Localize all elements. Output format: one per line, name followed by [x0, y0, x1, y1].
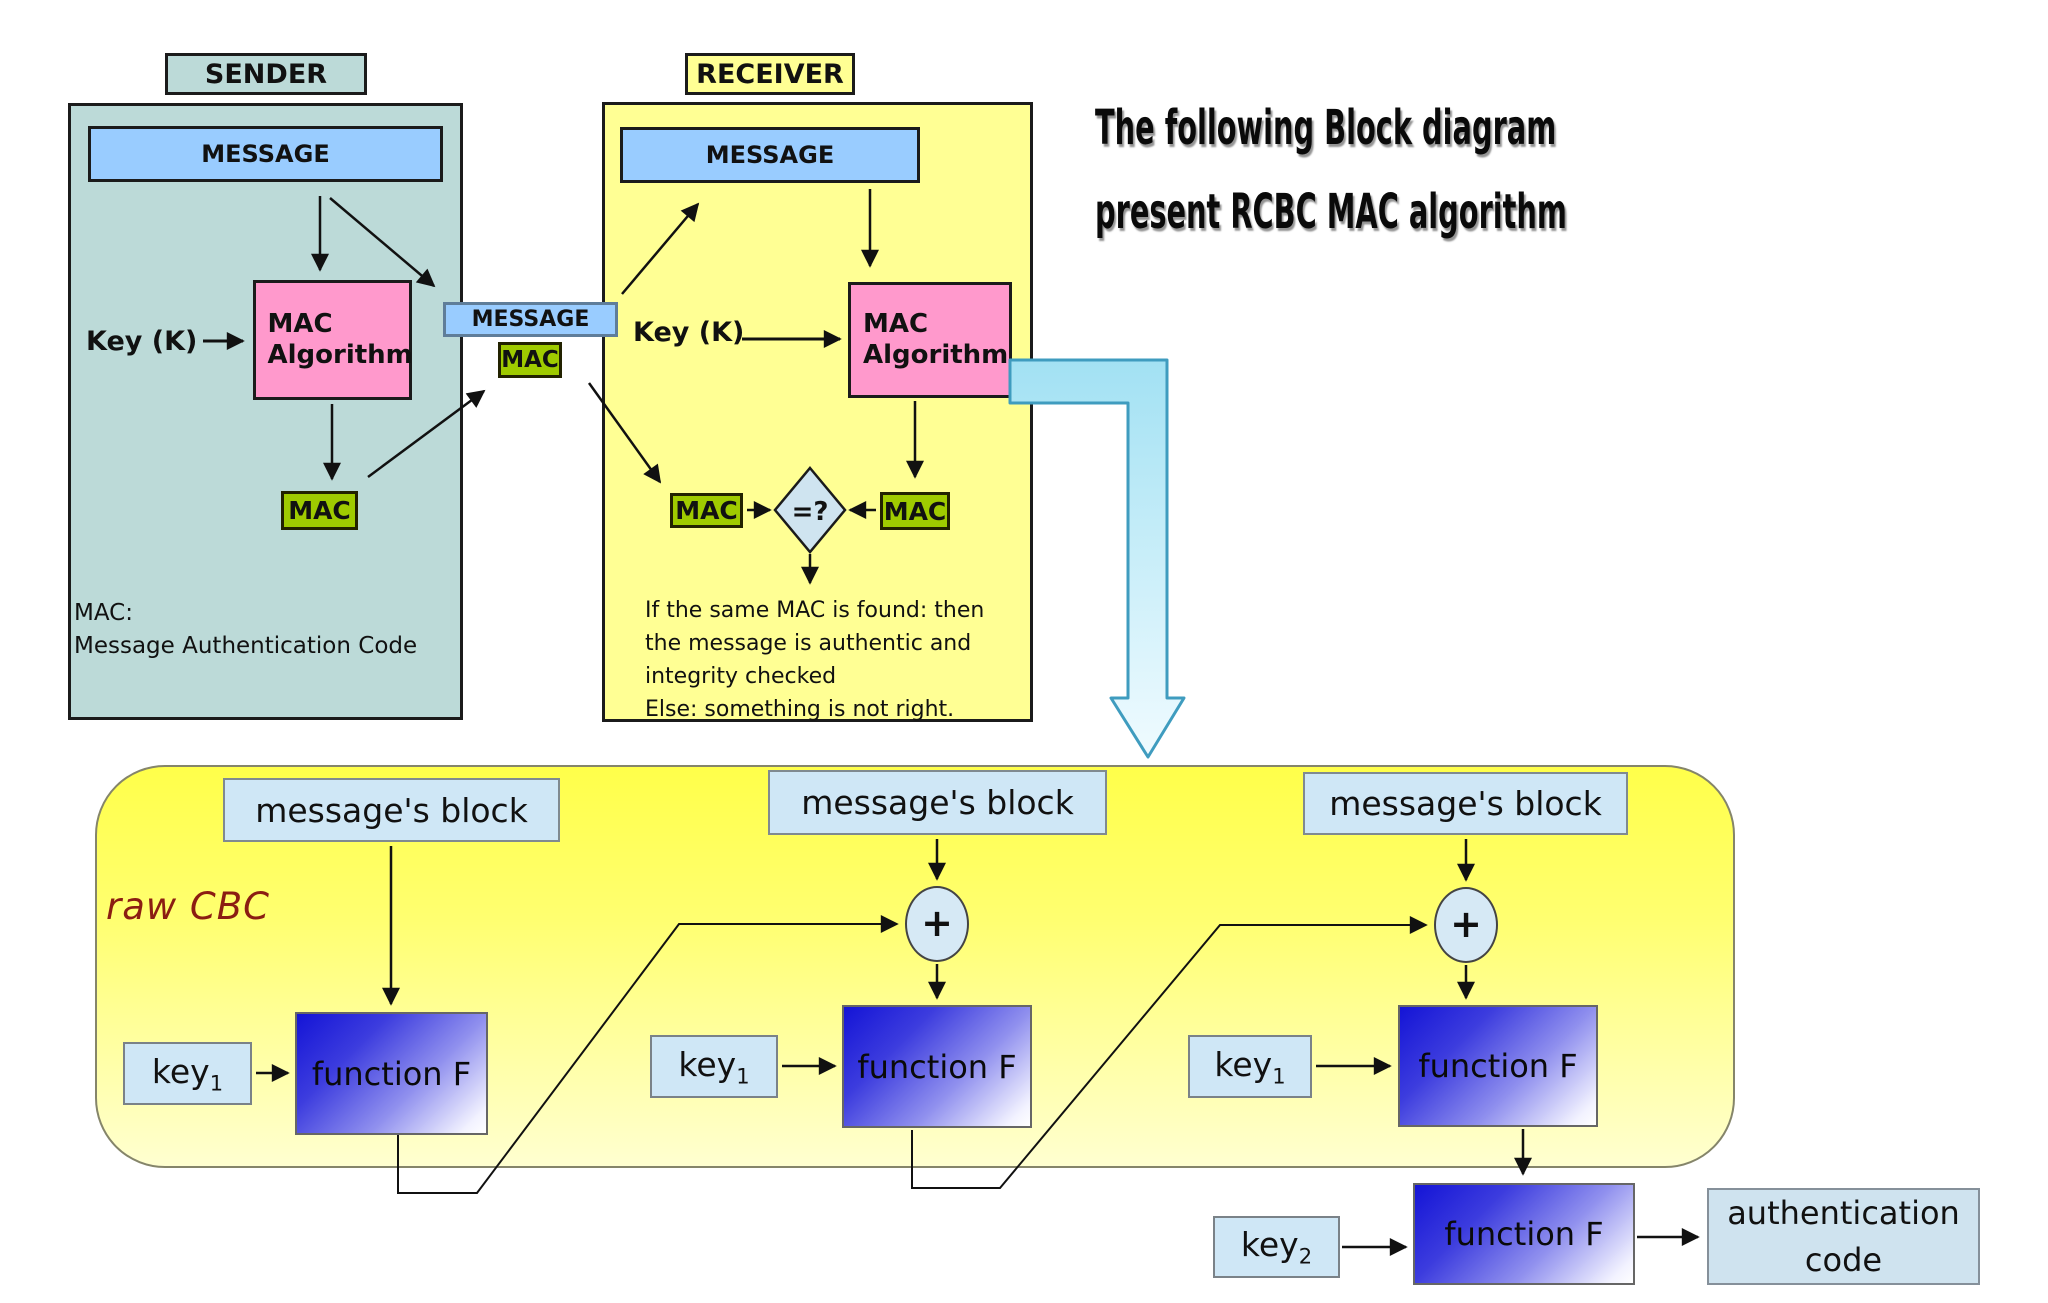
receiver-title: RECEIVER: [685, 53, 855, 95]
page-title-line1: The following Block diagram: [1095, 100, 1557, 156]
result-line-3: integrity checked: [645, 664, 837, 689]
receiver-mac-computed-box: MAC: [880, 492, 950, 530]
result-line-1: If the same MAC is found: then: [645, 598, 985, 623]
sender-mac-box: MAC: [281, 491, 358, 530]
xor-node-2: +: [1434, 887, 1498, 963]
key1-box-2: key1: [650, 1035, 778, 1098]
sender-mac-algorithm-label: MAC Algorithm: [267, 308, 413, 370]
page-title-line2: present RCBC MAC algorithm: [1095, 184, 1567, 240]
compare-diamond-label: =?: [791, 497, 829, 527]
sender-mac-label: MAC: [288, 496, 351, 525]
result-line-4: Else: something is not right.: [645, 697, 955, 722]
channel-message-box: MESSAGE: [443, 302, 618, 337]
function-f-2-label: function F: [857, 1047, 1017, 1086]
message-block-2-label: message's block: [801, 783, 1074, 822]
key1-box-3-label: key1: [1214, 1044, 1286, 1089]
message-block-1-label: message's block: [255, 790, 528, 830]
sender-note-line2: Message Authentication Code: [74, 633, 418, 659]
message-block-1: message's block: [223, 778, 560, 842]
message-block-3: message's block: [1303, 772, 1628, 835]
receiver-mac-algorithm-label: MAC Algorithm: [863, 308, 1009, 370]
sender-mac-algorithm-box: MAC Algorithm: [253, 280, 413, 400]
function-f-box-1: function F: [295, 1012, 488, 1135]
sender-note: MAC: Message Authentication Code: [74, 597, 417, 663]
receiver-mac-received-label: MAC: [675, 496, 738, 525]
key1-box-1: key1: [123, 1042, 252, 1105]
authentication-code-box: authentication code: [1707, 1188, 1980, 1285]
sender-title-label: SENDER: [204, 58, 328, 90]
key2-box-label: key2: [1240, 1225, 1313, 1269]
channel-message-label: MESSAGE: [471, 307, 590, 332]
receiver-mac-algorithm-box: MAC Algorithm: [848, 282, 1012, 398]
receiver-key-label: Key (K): [633, 317, 745, 348]
function-f-1-label: function F: [311, 1054, 472, 1093]
key2-box: key2: [1213, 1216, 1340, 1278]
message-block-3-label: message's block: [1329, 784, 1602, 823]
xor-node-1: +: [905, 886, 969, 962]
big-cyan-arrow: [1008, 358, 1186, 759]
sender-message-label: MESSAGE: [201, 140, 330, 168]
receiver-mac-computed-label: MAC: [883, 496, 947, 526]
sender-note-line1: MAC:: [74, 600, 133, 626]
receiver-mac-received-box: MAC: [670, 493, 743, 528]
receiver-result-text: If the same MAC is found: then the messa…: [645, 594, 984, 726]
receiver-message-label: MESSAGE: [705, 141, 835, 169]
sender-message-box: MESSAGE: [88, 126, 443, 182]
xor-node-1-label: +: [921, 900, 953, 945]
function-f-4-label: function F: [1444, 1215, 1604, 1253]
authentication-code-label: authentication code: [1727, 1194, 1960, 1279]
raw-cbc-label: raw CBC: [106, 885, 270, 928]
function-f-3-label: function F: [1418, 1047, 1578, 1085]
function-f-box-4: function F: [1413, 1183, 1635, 1285]
receiver-message-box: MESSAGE: [620, 127, 920, 183]
sender-key-label: Key (K): [86, 326, 198, 357]
receiver-title-label: RECEIVER: [696, 58, 844, 90]
page-title: The following Block diagram present RCBC…: [1095, 86, 1567, 254]
key1-box-1-label: key1: [151, 1051, 224, 1096]
xor-node-2-label: +: [1450, 901, 1482, 946]
key1-box-2-label: key1: [678, 1044, 750, 1089]
result-line-2: the message is authentic and: [645, 631, 972, 656]
function-f-box-3: function F: [1398, 1005, 1598, 1127]
key1-box-3: key1: [1188, 1035, 1312, 1098]
sender-title: SENDER: [165, 53, 367, 95]
message-block-2: message's block: [768, 770, 1107, 835]
function-f-box-2: function F: [842, 1005, 1032, 1128]
channel-mac-label: MAC: [501, 347, 559, 373]
channel-mac-box: MAC: [498, 342, 562, 378]
